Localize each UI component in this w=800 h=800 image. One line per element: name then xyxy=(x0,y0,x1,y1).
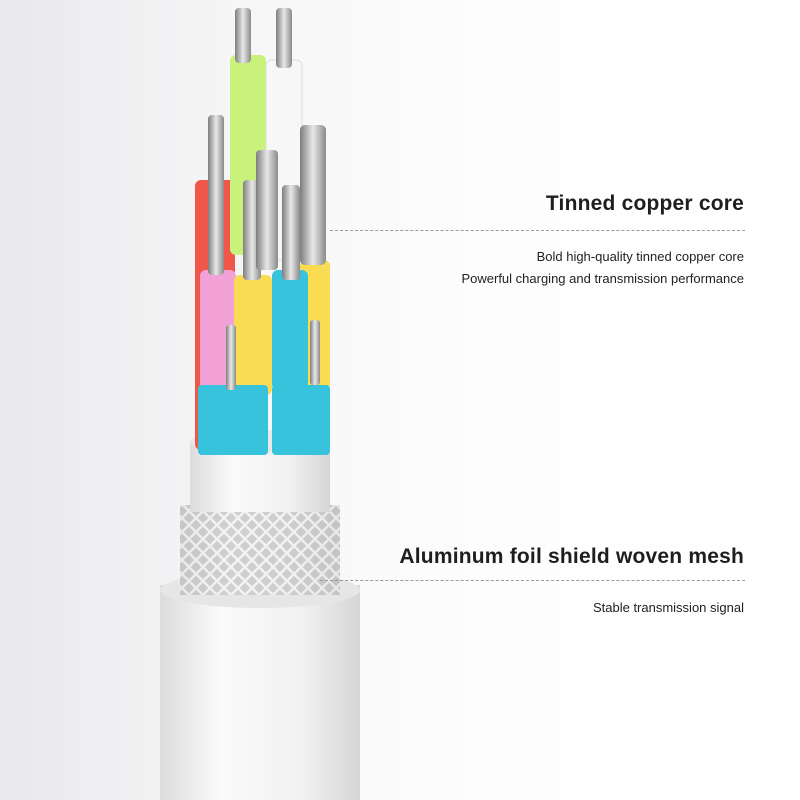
callout-title-core: Tinned copper core xyxy=(545,192,744,215)
callout-line-1: Bold high-quality tinned copper core xyxy=(536,249,744,264)
callout-line-mesh xyxy=(320,580,745,581)
inner-wires xyxy=(195,8,330,455)
outer-jacket xyxy=(160,572,360,800)
woven-mesh-shield xyxy=(180,505,340,595)
callout-line-3: Stable transmission signal xyxy=(592,600,744,615)
callout-title-mesh: Aluminum foil shield woven mesh xyxy=(399,545,744,568)
callout-line-2: Powerful charging and transmission perfo… xyxy=(461,271,744,286)
callout-line-core xyxy=(330,230,745,231)
